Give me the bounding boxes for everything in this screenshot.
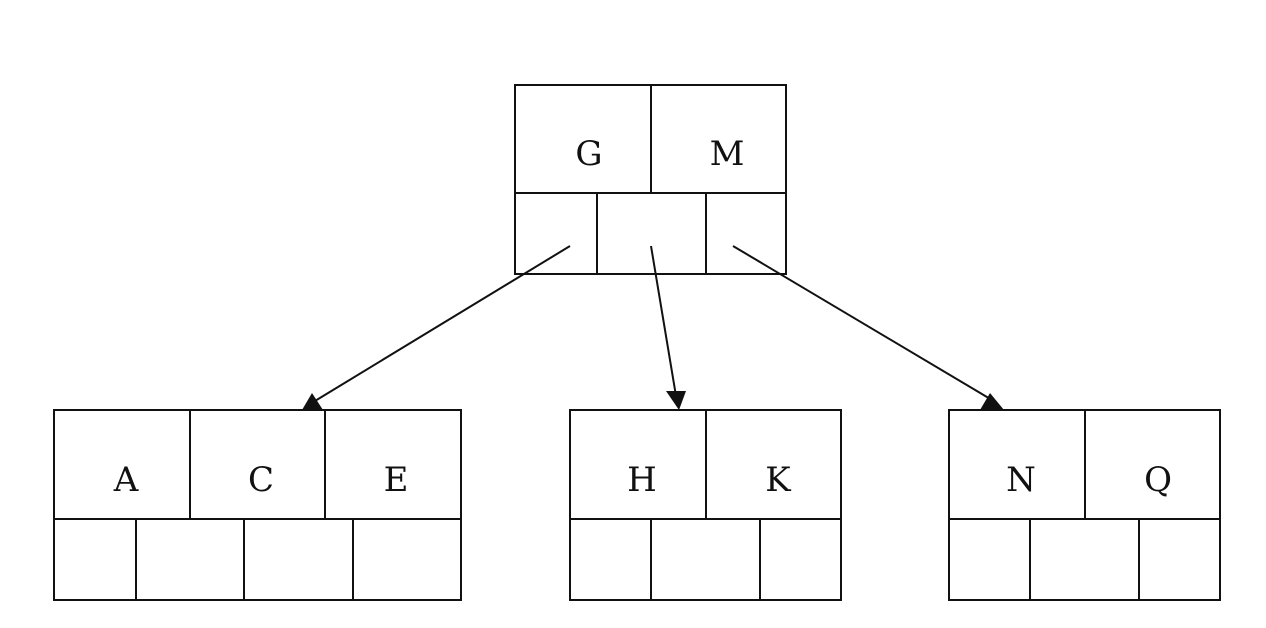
child-key-cell [324, 409, 462, 520]
root-key-label: G [575, 134, 602, 174]
child-node: H K [569, 409, 842, 601]
root-pointer-cell [596, 192, 707, 275]
child-pointer-cell [948, 518, 1031, 601]
child-pointer-cell [1138, 518, 1221, 601]
arrowhead-child-3 [980, 393, 1004, 410]
child-key-label: Q [1144, 460, 1172, 500]
edge-to-child-3 [732, 245, 993, 401]
child-pointer-cell [135, 518, 245, 601]
root-key-label: M [710, 134, 745, 174]
child-pointer-cell [1029, 518, 1140, 601]
root-key-cell [650, 84, 787, 194]
child-key-label: H [627, 460, 657, 500]
child-key-label: C [248, 460, 274, 500]
child-pointer-cell [650, 518, 761, 601]
child-node: N Q [948, 409, 1221, 601]
child-pointer-cell [352, 518, 462, 601]
child-key-label: N [1006, 460, 1036, 500]
root-pointer-cell [705, 192, 787, 275]
child-key-cell [705, 409, 842, 520]
child-key-label: A [113, 460, 139, 500]
root-node: G M [514, 84, 787, 275]
child-key-cell [948, 409, 1086, 520]
child-key-label: K [765, 460, 791, 500]
child-pointer-cell [759, 518, 842, 601]
root-pointer-cell [514, 192, 598, 275]
child-node: A C E [53, 409, 462, 601]
arrowhead-child-2 [666, 391, 686, 410]
edge-to-child-1 [309, 245, 571, 405]
arrowhead-child-1 [302, 393, 323, 410]
child-key-cell [569, 409, 707, 520]
child-key-label: E [384, 460, 409, 500]
child-pointer-cell [243, 518, 354, 601]
child-pointer-cell [53, 518, 137, 601]
edges [302, 245, 1004, 410]
root-key-cell [514, 84, 652, 194]
child-pointer-cell [569, 518, 652, 601]
child-key-cell [189, 409, 326, 520]
edge-to-child-2 [650, 245, 677, 397]
